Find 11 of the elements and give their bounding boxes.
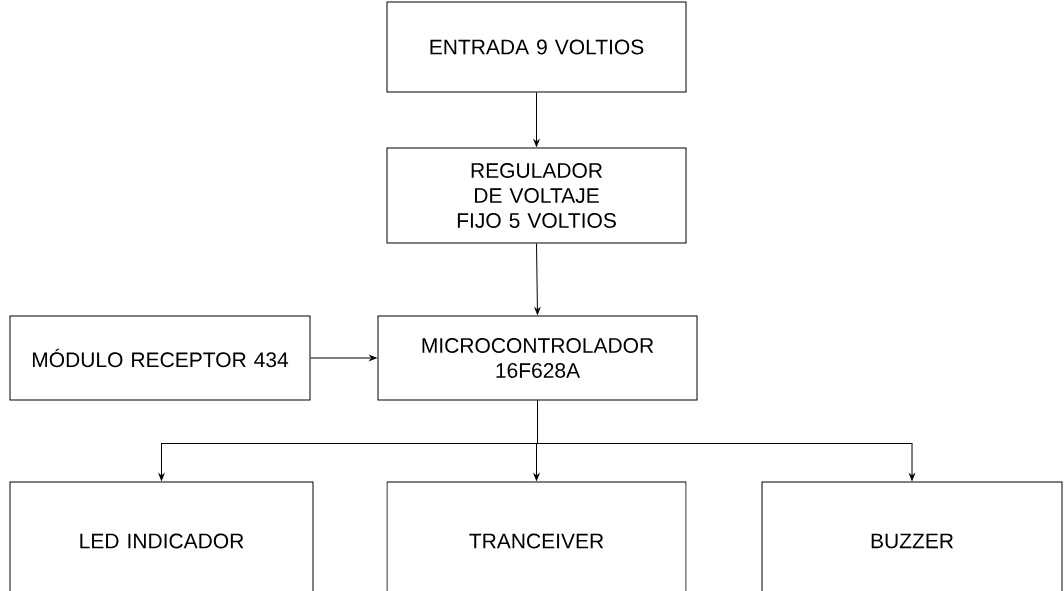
block-box: BUZZER (761, 481, 1063, 591)
block-box: ENTRADA 9 VOLTIOS (386, 1, 687, 93)
block-box: MICROCONTROLADOR 16F628A (377, 315, 698, 401)
block-box: REGULADOR DE VOLTAJE FIJO 5 VOLTIOS (386, 147, 687, 244)
block-box: LED INDICADOR (9, 481, 314, 591)
arrow (310, 355, 377, 361)
arrow (534, 243, 541, 315)
block-box: TRANCEIVER (386, 481, 687, 591)
block-box: MÓDULO RECEPTOR 434 (9, 315, 311, 401)
arrow (537, 400, 915, 481)
arrow (533, 92, 540, 147)
